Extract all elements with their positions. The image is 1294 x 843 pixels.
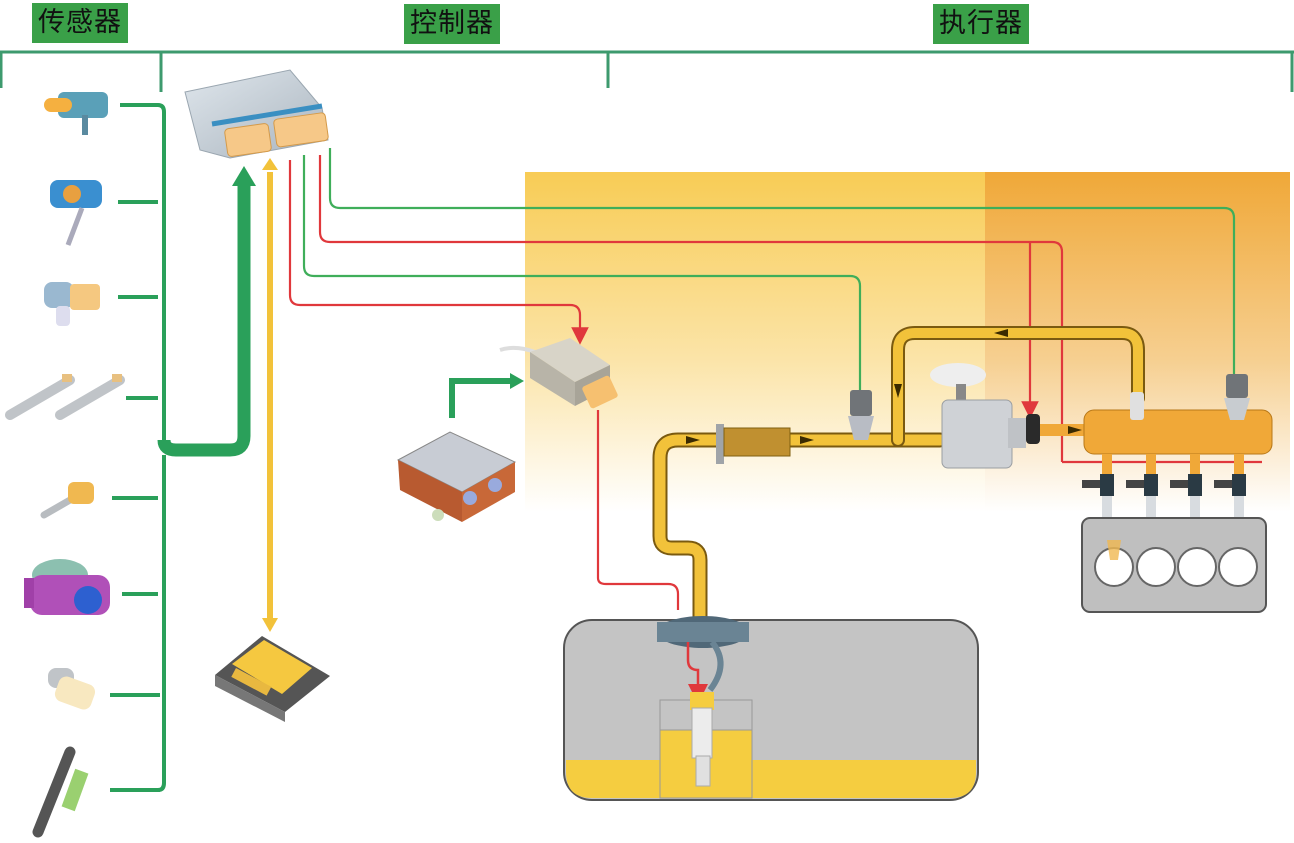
sensors-header: 传感器	[32, 3, 128, 43]
fuel-rail	[1083, 392, 1273, 455]
sensor-bus	[110, 103, 251, 792]
engine-cylinders	[1081, 517, 1267, 613]
accelerator-pedal	[32, 746, 89, 838]
map-sensor	[44, 92, 108, 135]
ecu	[184, 69, 329, 159]
injectors	[1082, 454, 1246, 524]
fuel-pump-relay	[499, 338, 618, 409]
immobilizer-arrow	[510, 373, 524, 389]
coolant-temperature-sensor	[48, 668, 96, 710]
rail-pressure-sensor	[1224, 374, 1250, 420]
crankshaft-sensor	[50, 180, 102, 246]
temperature-sensor	[40, 482, 94, 519]
actuators-header: 执行器	[933, 4, 1029, 44]
immobilizer-unit	[396, 431, 517, 522]
header-bracket	[0, 50, 1294, 92]
flow-arrows	[686, 329, 1082, 444]
fuel-lines	[652, 326, 1145, 638]
camshaft-sensor	[44, 282, 100, 326]
immobilizer-link	[449, 378, 512, 418]
sensor-bus-arrow	[232, 166, 256, 186]
low-pressure-sensor	[848, 390, 874, 440]
throttle-body	[24, 559, 110, 615]
signal-wires	[288, 148, 1262, 610]
controller-header: 控制器	[404, 4, 500, 44]
airbag-link	[262, 158, 278, 632]
in-tank-fuel-pump	[657, 616, 749, 787]
fuel-tank	[563, 619, 979, 801]
airbag-control-unit	[215, 636, 330, 722]
high-pressure-pump	[930, 363, 1040, 469]
oxygen-sensors	[5, 374, 125, 420]
fuel-filter	[716, 424, 791, 464]
actuator-background-yellow	[525, 172, 985, 512]
